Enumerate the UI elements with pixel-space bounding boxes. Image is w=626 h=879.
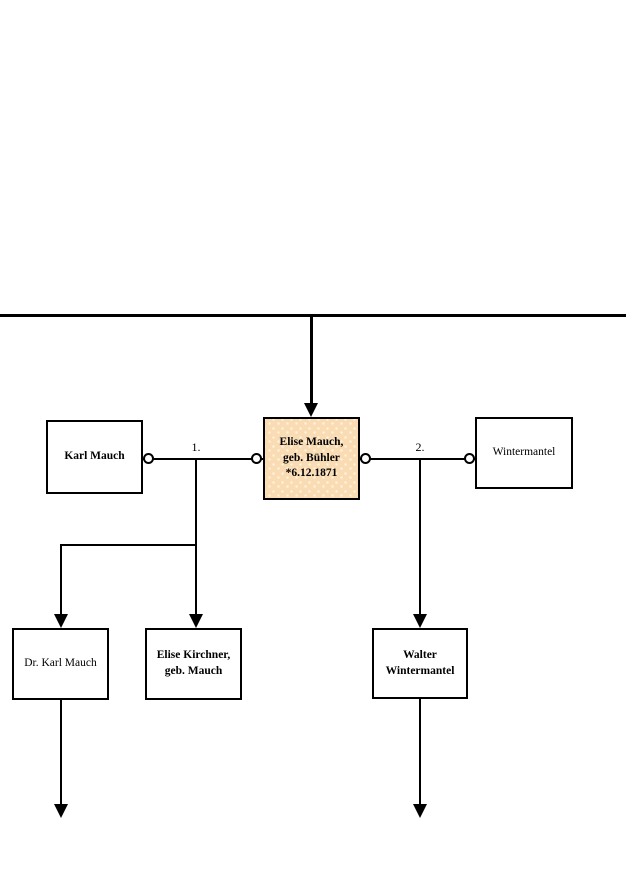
person-label: Elise Mauch, geb. Bühler *6.12.1871 [279,436,344,480]
person-label: Karl Mauch [64,450,125,463]
generation-divider-line [0,314,626,317]
child-line-walter-wintermantel [419,460,421,614]
person-box-dr-karl-mauch[interactable]: Dr. Karl Mauch [12,628,109,700]
marriage-connector-circle [464,453,475,464]
person-label: Walter Wintermantel [385,648,455,677]
descendants-line-walter-wintermantel [419,699,421,804]
child-arrowhead-dr-karl-mauch-icon [54,614,68,628]
person-label: Elise Kirchner, geb. Mauch [156,649,231,677]
marriage-line-1 [143,458,263,460]
marriage-line-2 [360,458,475,460]
ancestor-descent-arrowhead-icon [304,403,318,417]
person-box-wintermantel[interactable]: Wintermantel [475,417,573,489]
children-branch-line-marriage-1 [60,544,197,546]
descendants-arrowhead-walter-wintermantel-icon [413,804,427,818]
child-arrowhead-walter-wintermantel-icon [413,614,427,628]
person-box-karl-mauch[interactable]: Karl Mauch [46,420,143,494]
marriage-number-1: 1. [191,440,201,454]
marriage-connector-circle [251,453,262,464]
descendants-line-dr-karl-mauch [60,700,62,804]
person-box-elise-kirchner[interactable]: Elise Kirchner, geb. Mauch [145,628,242,700]
child-line-dr-karl-mauch [60,546,62,614]
person-label: Wintermantel [492,446,556,459]
marriage-connector-circle [360,453,371,464]
ancestor-descent-line [310,317,313,404]
child-arrowhead-elise-kirchner-icon [189,614,203,628]
children-drop-line-marriage-1 [195,460,197,546]
marriage-connector-circle [143,453,154,464]
person-label: Dr. Karl Mauch [24,657,97,670]
descendants-arrowhead-dr-karl-mauch-icon [54,804,68,818]
child-line-elise-kirchner [195,546,197,614]
marriage-number-2: 2. [415,440,425,454]
person-box-elise-mauch[interactable]: Elise Mauch, geb. Bühler *6.12.1871 [263,417,360,500]
person-box-walter-wintermantel[interactable]: Walter Wintermantel [372,628,468,699]
